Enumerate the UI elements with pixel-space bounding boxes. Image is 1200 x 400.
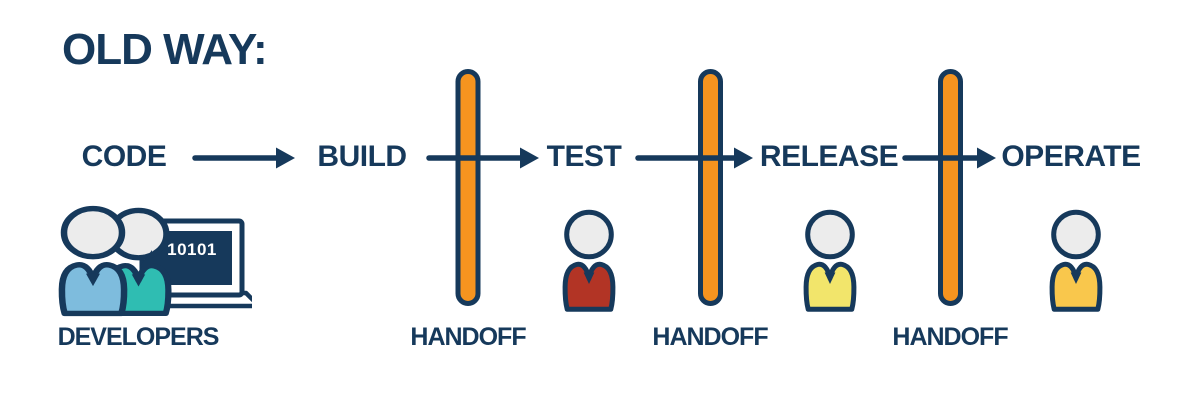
arrow-code-to-build xyxy=(192,147,295,169)
developer-head xyxy=(60,205,126,260)
collar-notch xyxy=(131,274,146,287)
developer-front-icon xyxy=(58,205,128,317)
diagram-title: OLD WAY: xyxy=(62,25,268,74)
person-head xyxy=(805,209,855,260)
laptop-tail-icon xyxy=(140,250,152,266)
collar-notch xyxy=(583,272,595,284)
developer-shirt xyxy=(58,262,128,317)
handoff-label-3: HANDOFF xyxy=(892,323,1008,351)
collar-notch xyxy=(85,273,101,287)
stage-label-build: BUILD xyxy=(317,140,407,173)
handoff-bar-2 xyxy=(698,69,723,306)
collar-notch xyxy=(1070,272,1082,284)
arrow-build-to-test xyxy=(426,147,539,169)
arrow-test-to-release xyxy=(635,147,753,169)
collar-notch xyxy=(824,272,836,284)
handoff-label-1: HANDOFF xyxy=(410,323,526,351)
handoff-bar-3 xyxy=(938,69,963,306)
person-head xyxy=(1051,209,1101,260)
person-icon-test xyxy=(562,209,616,312)
developers-label: DEVELOPERS xyxy=(57,323,220,351)
laptop-screen-text: 10101 xyxy=(167,240,217,259)
developers-icon: 10101 xyxy=(58,205,252,317)
handoff-bar-1 xyxy=(455,69,481,306)
stage-label-code: CODE xyxy=(81,140,167,173)
stage-label-test: TEST xyxy=(546,140,622,173)
person-head xyxy=(564,209,614,260)
person-shirt xyxy=(803,261,857,312)
person-shirt xyxy=(1049,261,1103,312)
person-icon-operate xyxy=(1049,209,1103,312)
person-shirt xyxy=(562,261,616,312)
stage-label-release: RELEASE xyxy=(759,140,899,173)
arrow-release-to-operate xyxy=(902,147,996,169)
stage-label-operate: OPERATE xyxy=(1001,140,1141,173)
person-icon-release xyxy=(803,209,857,312)
handoff-label-2: HANDOFF xyxy=(652,323,768,351)
